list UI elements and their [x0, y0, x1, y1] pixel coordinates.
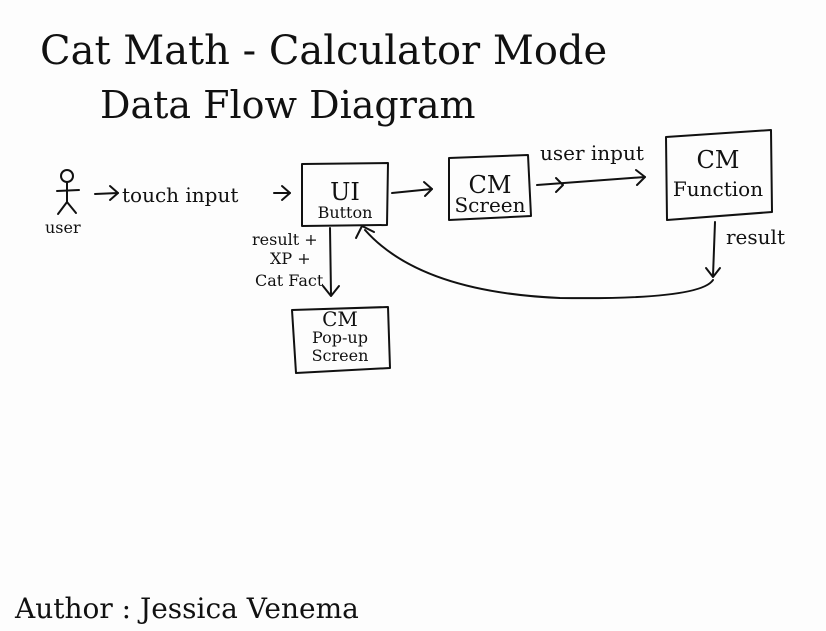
user-label: user	[45, 218, 81, 237]
cm-screen-title: CM	[469, 171, 512, 199]
arrow-user-to-touch	[94, 185, 119, 201]
page-title: Cat Math - Calculator Mode	[40, 28, 607, 74]
cm-function-node: CM Function	[665, 129, 773, 221]
result-label: result	[726, 225, 785, 249]
arrow-ui-button-to-cm-screen	[391, 181, 433, 197]
arrow-cm-function-to-result	[705, 221, 721, 278]
arrow-result-to-ui-button	[355, 225, 714, 300]
arrow-touch-to-ui-button	[273, 185, 291, 201]
page-subtitle: Data Flow Diagram	[100, 83, 476, 127]
cm-function-subtitle: Function	[673, 177, 763, 201]
cm-popup-subtitle: Pop-up	[312, 328, 368, 347]
ui-button-subtitle: Button	[318, 203, 373, 222]
cm-screen-node: CM Screen	[448, 154, 532, 221]
arrow-ui-button-to-popup	[322, 227, 340, 297]
ui-button-node: UI Button	[301, 162, 389, 227]
popup-edge-label-2: XP +	[270, 249, 311, 268]
author-credit: Author : Jessica Venema	[14, 592, 359, 625]
popup-edge-label-1: result +	[252, 230, 318, 249]
arrow-cm-screen-to-cm-function	[536, 169, 646, 193]
touch-input-label: touch input	[122, 183, 238, 207]
cm-popup-screen-node: CM Pop-up Screen	[291, 306, 391, 374]
cm-screen-subtitle: Screen	[454, 193, 525, 217]
cm-popup-subtitle-2: Screen	[312, 346, 369, 365]
user-input-label: user input	[540, 141, 644, 165]
user-actor-icon	[56, 169, 80, 215]
popup-edge-label-3: Cat Fact	[255, 271, 324, 290]
cm-popup-title: CM	[322, 307, 358, 331]
cm-function-title: CM	[697, 146, 740, 174]
ui-button-title: UI	[330, 178, 360, 206]
